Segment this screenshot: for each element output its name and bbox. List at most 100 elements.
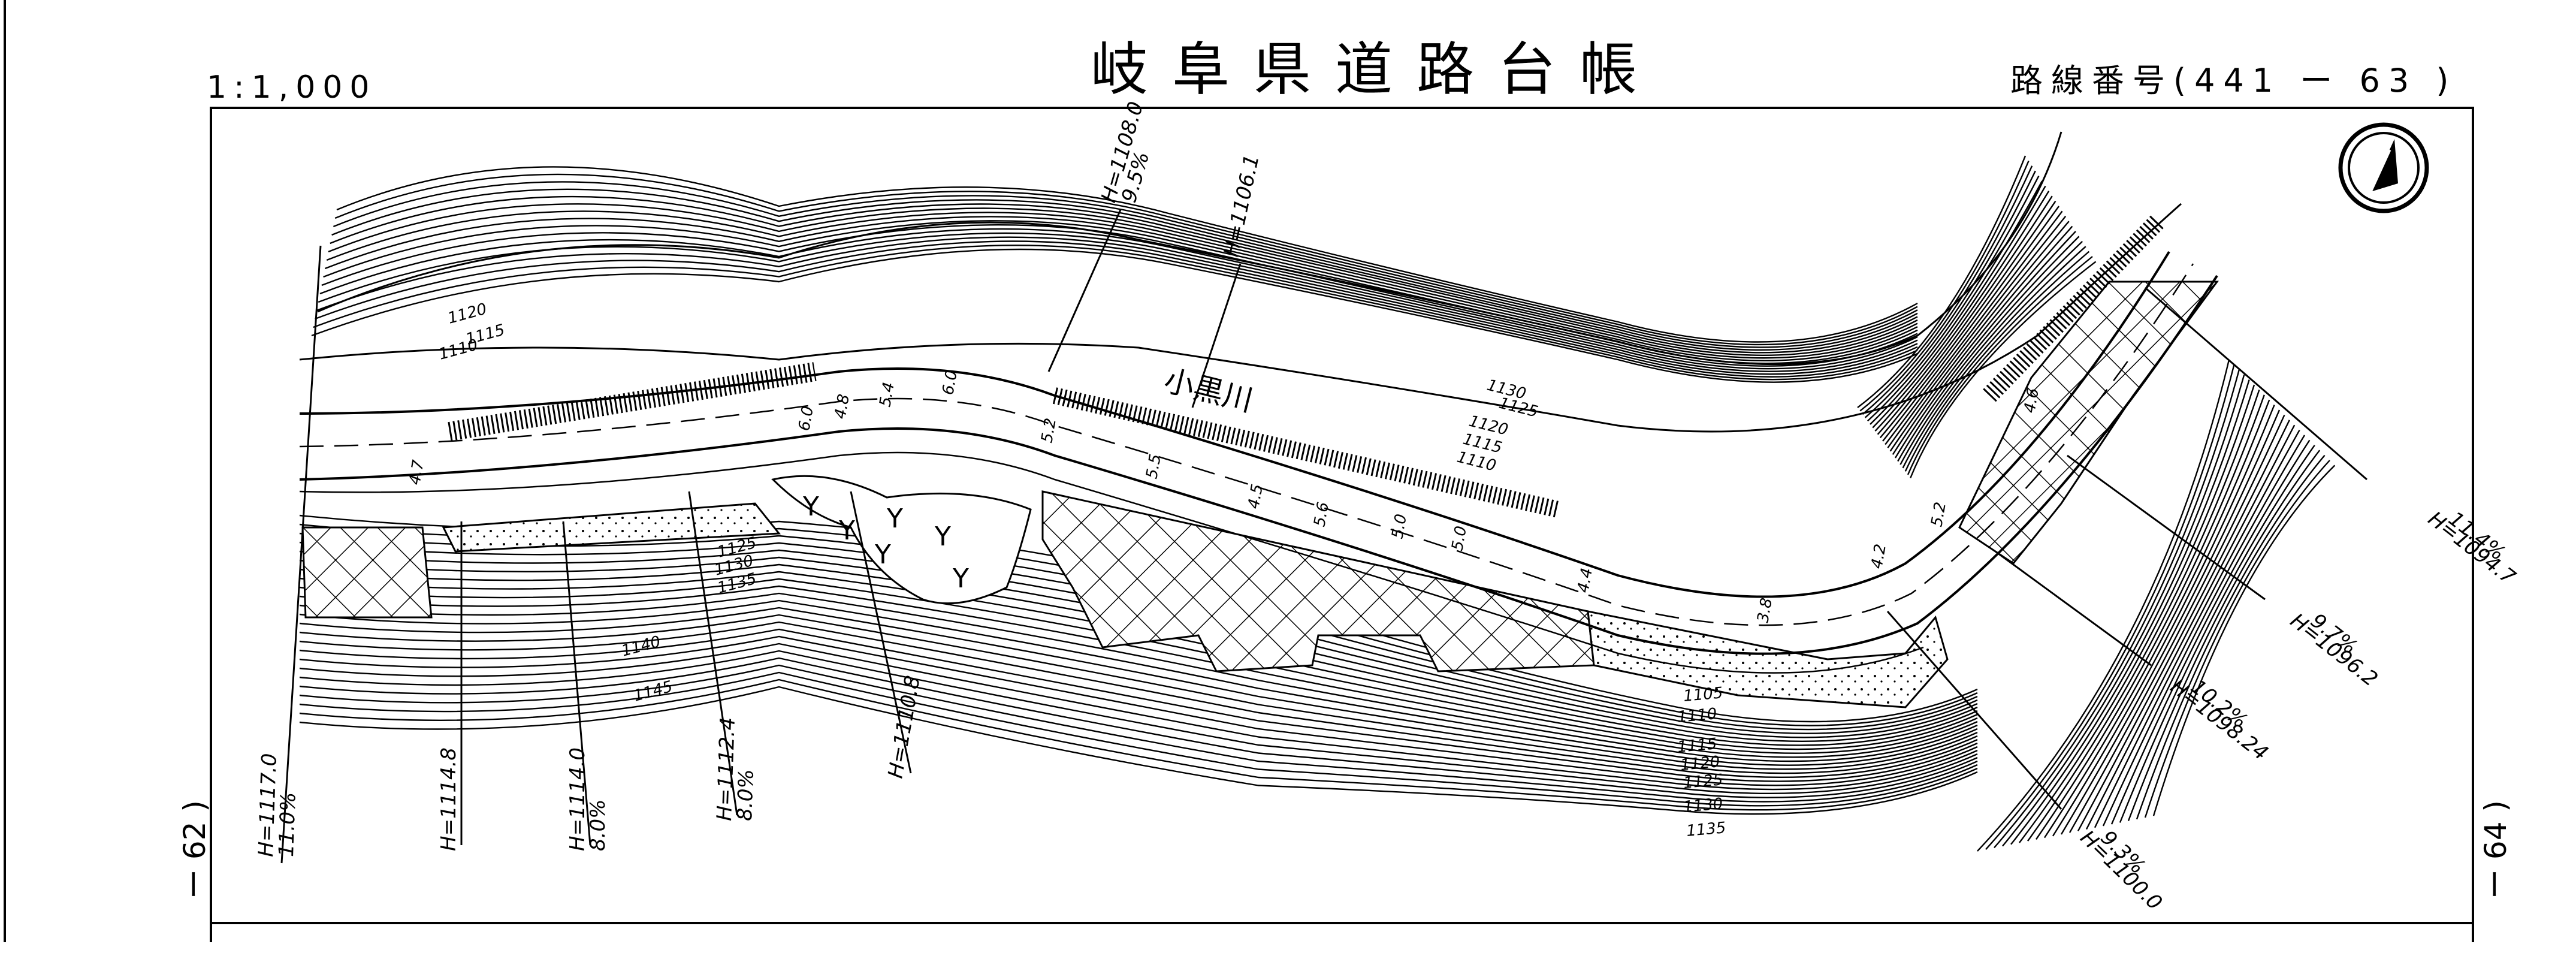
- svg-text:Y: Y: [952, 563, 969, 594]
- contour-label: 1120: [1680, 753, 1721, 774]
- road-width-label: 5.6: [1310, 500, 1333, 528]
- contour-line: [2127, 450, 2321, 822]
- contour-line: [1907, 256, 2093, 475]
- contour-line: [1864, 170, 2036, 418]
- elevation-height: H=1106.1: [1219, 152, 1264, 259]
- road-width-label: 5.0: [1388, 512, 1411, 540]
- map-frame: [210, 107, 2474, 942]
- route-number: 路線番号(441 ー 63 ): [2010, 62, 2457, 99]
- contour-line: [299, 585, 1978, 758]
- hatched-area-west: [301, 526, 433, 619]
- contour-line: [324, 216, 1918, 361]
- contour-line: [299, 599, 1978, 766]
- contour-line: [1904, 251, 2090, 472]
- contour-line: [2085, 424, 2296, 830]
- road-edge-south: [299, 275, 2218, 655]
- contour-line: [336, 166, 1918, 343]
- road-shoulder-south: [299, 451, 1924, 674]
- contour-line: [299, 614, 1978, 774]
- contour-label: 1115: [1677, 735, 1718, 756]
- elevation-leaders: [280, 209, 2367, 864]
- contour-label: 1110: [1677, 705, 1718, 726]
- contour-line: [2010, 379, 2250, 845]
- contour-line: [299, 671, 1978, 807]
- contour-label: 1120: [446, 300, 489, 328]
- contour-line: [1882, 206, 2059, 442]
- contour-line: [299, 621, 1978, 778]
- contour-line: [299, 628, 1978, 782]
- elevation-leader: [688, 491, 738, 816]
- contour-line: [2119, 445, 2315, 823]
- contour-line: [2002, 374, 2245, 847]
- elevation-leader: [1047, 209, 1122, 372]
- vegetation-area: [771, 475, 1032, 605]
- contour-line: [299, 678, 1978, 811]
- contour-line: [1899, 240, 2083, 465]
- contour-line: [1857, 155, 2027, 408]
- contour-line: [1874, 191, 2050, 432]
- river-bank-north: [299, 203, 2182, 433]
- contour-line: [333, 181, 1918, 348]
- contour-label: 1130: [1683, 795, 1724, 816]
- elevation-leader: [562, 521, 591, 846]
- contour-line: [2152, 465, 2336, 816]
- contour-line: [1892, 225, 2073, 456]
- hillside-top-edge: [317, 131, 2062, 366]
- contour-line: [1977, 359, 2230, 852]
- road-width-label: 3.8: [1754, 596, 1776, 624]
- contour-label: 1125: [1497, 394, 1539, 421]
- contour-line: [1877, 195, 2053, 435]
- contour-line: [299, 635, 1978, 786]
- elevation-grade: 11.0%: [274, 792, 301, 857]
- contour-line: [1862, 165, 2033, 415]
- dotted-embankment-south: [1587, 610, 1949, 708]
- road-width-label: 4.4: [1574, 566, 1596, 594]
- contour-line: [1887, 216, 2067, 448]
- contour-line: [299, 643, 1978, 791]
- contour-line: [331, 188, 1918, 351]
- contour-line: [1897, 236, 2080, 462]
- road-width-label: 6.0: [795, 405, 817, 432]
- contour-line: [299, 686, 1978, 815]
- contour-label: 1135: [1686, 819, 1727, 840]
- road-width-label: 4.8: [831, 393, 853, 420]
- contour-label: 1105: [1683, 684, 1724, 705]
- contour-line: [321, 224, 1918, 367]
- contour-line: [2052, 405, 2275, 837]
- elevation-height: H=1117.0: [254, 753, 282, 857]
- contour-label: 1125: [1683, 771, 1724, 792]
- contour-line: [330, 195, 1918, 354]
- road-width-label: 5.5: [1143, 453, 1165, 480]
- upper-contours: [311, 166, 1918, 383]
- contour-line: [2027, 390, 2260, 842]
- contour-line: [299, 657, 1978, 798]
- contour-line: [299, 592, 1978, 762]
- elevation-leader: [1995, 550, 2152, 667]
- elevation-height: H=1114.8: [437, 747, 461, 851]
- east-contours: [1857, 155, 2336, 852]
- road-width-label: 4.2: [1868, 542, 1890, 570]
- svg-text:Y: Y: [886, 503, 903, 534]
- contour-line: [311, 248, 1918, 383]
- contour-line: [1870, 180, 2043, 425]
- road-width-label: 4.5: [1245, 482, 1267, 510]
- contour-line: [2110, 439, 2311, 825]
- contour-label: 1110: [437, 336, 480, 364]
- elevation-grade: 8.0%: [586, 800, 610, 851]
- svg-text:Y: Y: [838, 515, 855, 546]
- north-arrow-icon: [2338, 122, 2429, 213]
- contour-line: [328, 203, 1918, 356]
- svg-text:Y: Y: [934, 521, 951, 552]
- road-width-label: 4.6: [2021, 387, 2043, 414]
- contour-line: [316, 236, 1918, 375]
- contour-line: [1885, 210, 2063, 445]
- contour-line: [334, 173, 1918, 346]
- contour-line: [315, 240, 1918, 378]
- contour-line: [2102, 435, 2306, 827]
- contour-line: [1902, 246, 2086, 469]
- page-title: 岐阜県道路台帳: [1091, 36, 1661, 103]
